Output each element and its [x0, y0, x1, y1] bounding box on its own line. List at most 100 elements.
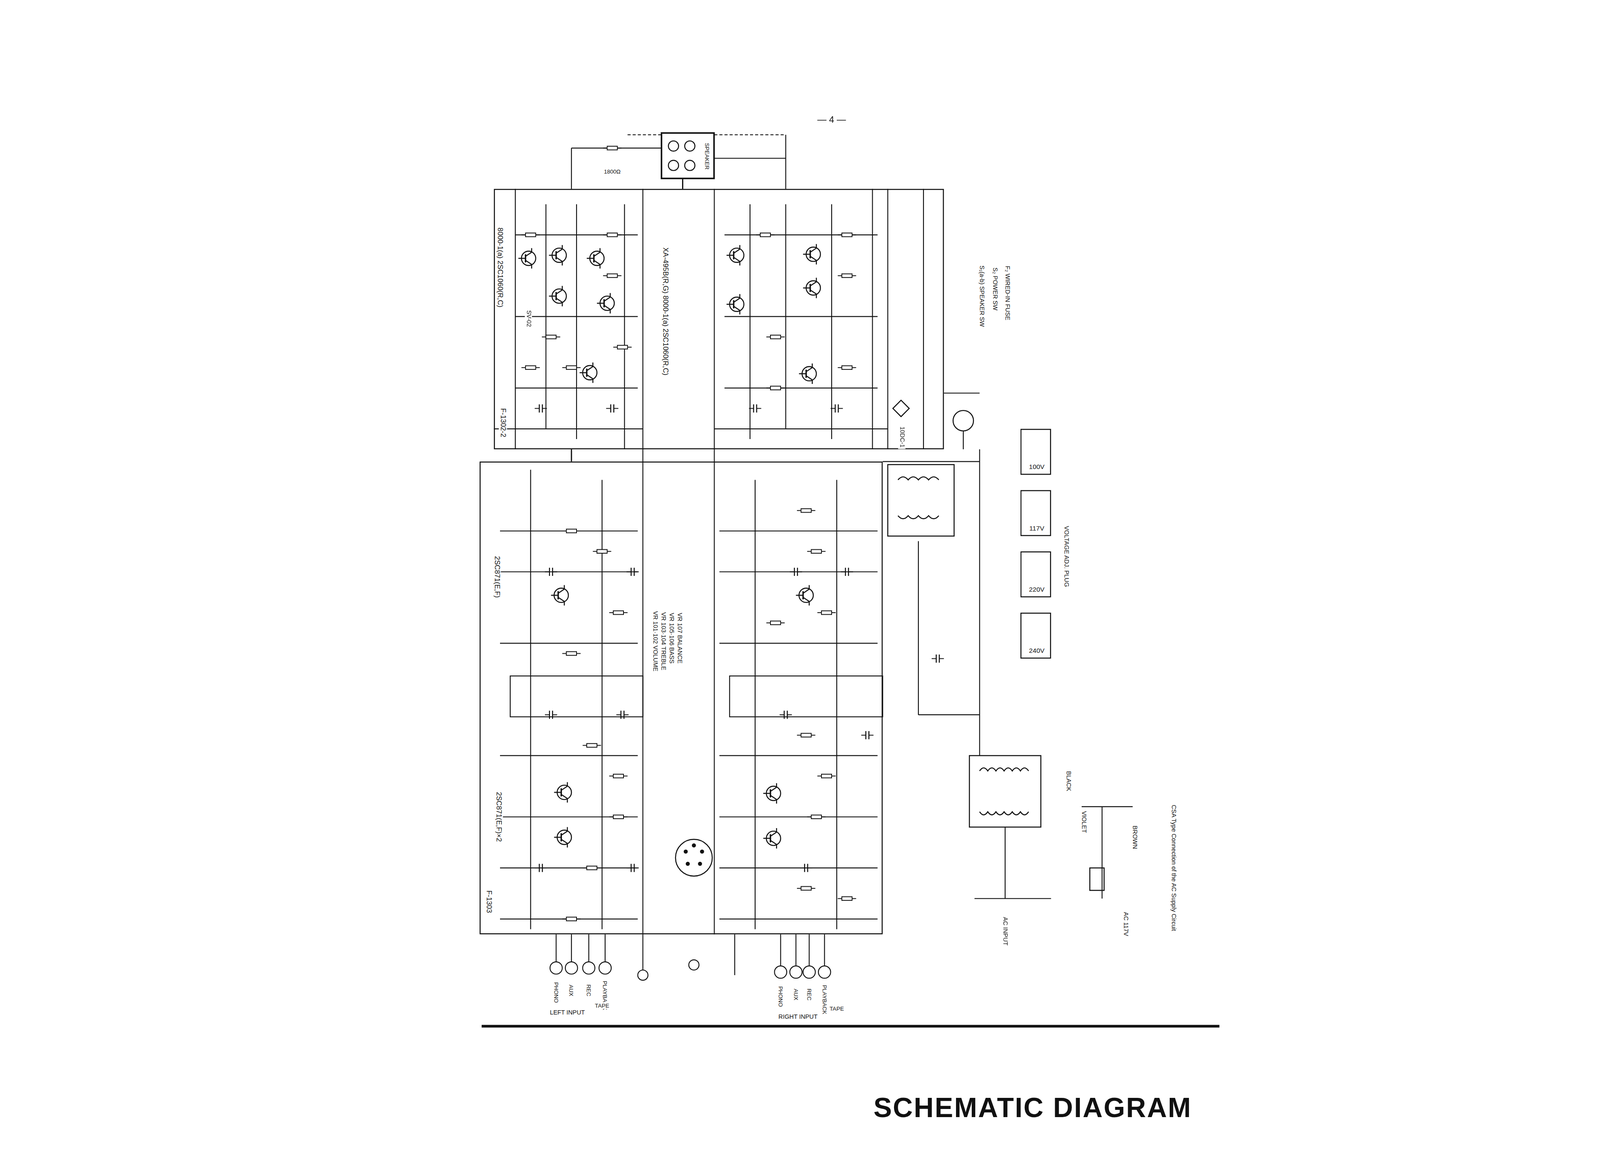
schematic-detail	[1101, 806, 1103, 899]
transformer-symbol	[887, 464, 954, 536]
schematic-detail	[800, 863, 813, 872]
schematic-detail	[754, 479, 756, 930]
schematic-detail	[789, 567, 803, 576]
control-note: VR 107 BALANCE	[676, 611, 683, 665]
schematic-detail	[719, 917, 878, 919]
schematic-detail	[766, 335, 785, 339]
schematic-detail	[713, 188, 715, 935]
schematic-detail	[597, 292, 615, 314]
switch-note: S₂ POWER SW	[991, 266, 999, 312]
schematic-detail	[836, 479, 838, 930]
schematic-detail	[719, 867, 878, 868]
schematic-detail	[749, 204, 751, 439]
schematic-detail	[579, 362, 598, 383]
schematic-detail	[500, 754, 638, 756]
voltage-plug-box: 220V	[1020, 551, 1052, 598]
schematic-detail	[688, 959, 700, 970]
schematic-detail	[550, 961, 563, 974]
schematic-detail	[588, 933, 590, 962]
schematic-detail	[763, 782, 781, 804]
speaker-terminal-outline	[661, 132, 715, 179]
part-label: SV-02	[525, 308, 533, 328]
schematic-detail	[642, 933, 644, 970]
transistor-label: XA-495B(R,G) 8000-1(a) 2SC1060(R,C)	[661, 246, 670, 377]
schematic-detail	[861, 730, 874, 739]
schematic-detail	[683, 849, 689, 854]
schematic-detail	[554, 826, 572, 848]
wire-connector	[682, 178, 684, 189]
schematic-detail	[549, 285, 567, 307]
voltage-plug-box: 240V	[1020, 612, 1052, 659]
schematic-detail	[795, 585, 814, 606]
schematic-detail	[685, 861, 691, 866]
control-note: VR 101·102 VOLUME	[651, 609, 659, 673]
schematic-detail	[500, 867, 638, 868]
schematic-detail	[789, 965, 803, 978]
schematic-detail	[642, 188, 644, 935]
jack-label: PHONO	[552, 980, 559, 1004]
jack-label: PHONO	[777, 985, 784, 1008]
schematic-detail	[837, 273, 856, 278]
pilot-lamp	[952, 410, 974, 431]
schematic-detail	[521, 232, 540, 237]
schematic-detail	[797, 886, 816, 891]
schematic-detail	[802, 244, 821, 265]
schematic-detail	[562, 529, 581, 533]
schematic-detail	[779, 710, 792, 719]
schematic-detail	[871, 188, 873, 450]
schematic-detail	[691, 843, 697, 848]
schematic-detail	[962, 430, 964, 450]
terminal-screw	[668, 160, 679, 171]
node-label: SPEAKER	[704, 141, 711, 171]
node-label: 117V	[1028, 523, 1046, 532]
selector-switch	[729, 675, 883, 717]
schematic-detail	[837, 365, 856, 370]
schematic-detail	[817, 773, 836, 778]
ac-label: AC INPUT	[1001, 915, 1009, 947]
schematic-detail	[515, 387, 639, 389]
node-label: F-1302-2	[499, 406, 507, 439]
schematic-detail	[544, 710, 558, 719]
schematic-detail	[530, 469, 532, 930]
input-label: RIGHT INPUT	[777, 1013, 819, 1021]
schematic-detail	[544, 567, 558, 576]
schematic-detail	[766, 620, 785, 625]
schematic-detail	[555, 933, 557, 962]
input-jacks	[550, 959, 831, 980]
schematic-detail	[521, 365, 540, 370]
node-label: 240V	[1027, 646, 1046, 654]
schematic-detail	[582, 961, 595, 974]
schematic-detail	[807, 549, 826, 553]
schematic-detail	[931, 654, 945, 663]
schematic-detail	[763, 827, 781, 849]
schematic-detail	[616, 710, 629, 719]
schematic-detail	[944, 392, 980, 394]
schematic-detail	[623, 204, 625, 450]
voltage-plug-box: 100V	[1020, 428, 1052, 475]
ac-label: AC 117V	[1122, 910, 1130, 937]
resistor-symbols	[521, 146, 856, 921]
part-label: 10DC-1	[898, 425, 906, 449]
schematic-detail	[802, 965, 816, 978]
schematic-detail	[837, 896, 856, 900]
jack-group-label: TAPE	[828, 1005, 845, 1012]
selector-switch	[510, 675, 643, 717]
fuse-note: F₂ WIRED-IN FUSE	[1003, 264, 1011, 321]
schematic-detail	[562, 365, 581, 370]
schematic-detail	[808, 933, 810, 966]
schematic-detail	[719, 530, 878, 532]
circuit-board: F-1302-2	[494, 188, 945, 450]
jack-label: AUX	[792, 987, 799, 1001]
schematic-detail	[887, 188, 889, 450]
node-label: 100V	[1027, 462, 1046, 471]
terminal-screw	[684, 141, 695, 152]
diagram-title: SCHEMATIC DIAGRAM	[872, 1093, 1194, 1124]
schematic-detail	[565, 961, 578, 974]
coil-symbol	[979, 767, 1029, 815]
schematic-detail	[1004, 826, 1006, 899]
schematic-detail	[734, 933, 736, 975]
switch-note: S₁(a-b) SPEAKER SW	[978, 264, 986, 328]
node-label: 220V	[1027, 585, 1046, 593]
schematic-detail	[602, 232, 622, 237]
